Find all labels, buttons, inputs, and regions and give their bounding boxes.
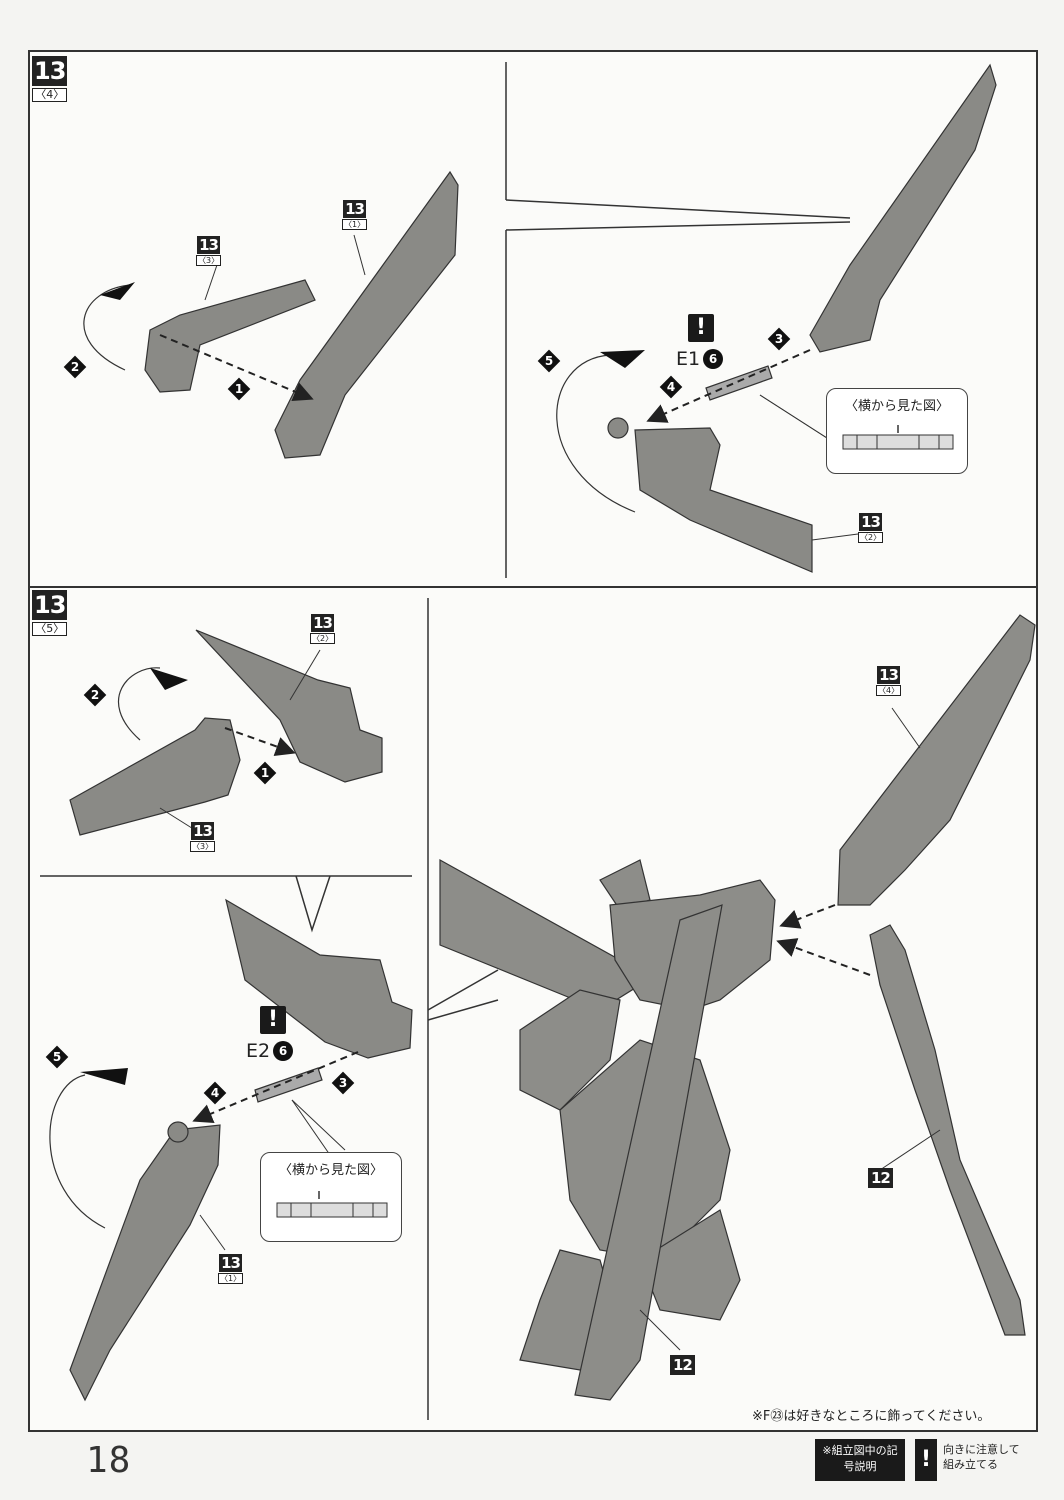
part-tag-13-1: 13 〈1〉: [342, 200, 368, 230]
part-tag-sub: 〈1〉: [218, 1273, 244, 1284]
part-code-label: E2: [246, 1040, 271, 1062]
peg-e1: [705, 365, 773, 401]
part-13-4-bottom-right: [837, 614, 1036, 906]
part-tag-number: 13: [877, 666, 900, 684]
side-view-caption: 〈横から見た図〉: [278, 1163, 383, 1178]
part-tag-sub: 〈4〉: [876, 685, 902, 696]
orientation-warning-icon: !: [260, 1006, 286, 1034]
orientation-warning-icon: !: [688, 314, 714, 342]
step-marker-2: 2: [63, 355, 87, 379]
part-13-2-top-right: [607, 417, 813, 573]
side-view-peg-drawing: [276, 1191, 388, 1218]
part-tag-13-4: 13 〈4〉: [876, 666, 902, 696]
side-view-peg-drawing: [842, 425, 954, 450]
part-code-e1: E1 6: [676, 348, 724, 370]
legend-description: 向きに注意して組み立てる: [943, 1443, 1020, 1471]
part-tag-number: 13: [191, 822, 214, 840]
part-tag-number: 13: [343, 200, 366, 218]
part-tag-number: 13: [197, 236, 220, 254]
part-tag-13-3: 13 〈3〉: [190, 822, 216, 852]
part-tag-number: 13: [859, 513, 882, 531]
part-tag-12: 12: [670, 1355, 695, 1375]
side-view-caption: 〈横から見た図〉: [844, 399, 949, 414]
step-marker-4: 4: [659, 375, 683, 399]
part-13-1-top: [274, 170, 459, 459]
part-13-4-top-right: [809, 63, 997, 353]
peg-e2: [254, 1067, 323, 1103]
part-13-1-bottom-lower: [69, 1121, 221, 1402]
step-marker-2: 2: [83, 683, 107, 707]
part-tag-13-2: 13 〈2〉: [858, 513, 884, 543]
orientation-warning-icon: !: [915, 1439, 937, 1481]
display-note: ※F㉓は好きなところに飾ってください。: [752, 1409, 991, 1424]
part-13-3-bottom: [69, 717, 241, 836]
step-marker-1: 1: [227, 377, 251, 401]
step-marker-5: 5: [45, 1045, 69, 1069]
robot-figure: [439, 858, 776, 1401]
page-number: 18: [86, 1440, 132, 1481]
step-marker-3: 3: [767, 327, 791, 351]
step-badge-13-4: 13 〈4〉: [32, 56, 68, 102]
legend-title: ※組立図中の記号説明: [815, 1439, 905, 1481]
symbol-legend: ※組立図中の記号説明 ! 向きに注意して組み立てる: [815, 1439, 1027, 1481]
part-13-2-bottom-lower: [225, 898, 413, 1059]
part-tag-sub: 〈1〉: [342, 219, 368, 230]
part-code-number: 6: [703, 349, 724, 369]
part-tag-sub: 〈2〉: [858, 532, 884, 543]
part-tag-13-1: 13 〈1〉: [218, 1254, 244, 1284]
side-view-callout: 〈横から見た図〉: [260, 1152, 402, 1242]
step-badge-13-5: 13 〈5〉: [32, 590, 68, 636]
step-marker-4: 4: [203, 1081, 227, 1105]
part-tag-13-3: 13 〈3〉: [196, 236, 222, 266]
part-tag-13-2: 13 〈2〉: [310, 614, 336, 644]
step-marker-1: 1: [253, 761, 277, 785]
step-marker-3: 3: [331, 1071, 355, 1095]
part-tag-12: 12: [868, 1168, 893, 1188]
part-code-label: E1: [676, 348, 701, 370]
step-number: 13: [32, 590, 68, 620]
part-tag-sub: 〈2〉: [310, 633, 336, 644]
step-number: 13: [32, 56, 68, 86]
side-view-callout: 〈横から見た図〉: [826, 388, 968, 474]
panel-step-13-5: [28, 586, 1038, 1432]
part-tag-sub: 〈3〉: [190, 841, 216, 852]
part-tag-number: 13: [219, 1254, 242, 1272]
step-marker-5: 5: [537, 349, 561, 373]
part-tag-sub: 〈3〉: [196, 255, 222, 266]
step-sub-number: 〈4〉: [32, 88, 68, 102]
part-code-e2: E2 6: [246, 1040, 294, 1062]
part-12-bottom-right: [869, 924, 1026, 1336]
part-13-3-top: [144, 279, 316, 393]
part-code-number: 6: [273, 1041, 294, 1061]
part-tag-number: 13: [311, 614, 334, 632]
step-sub-number: 〈5〉: [32, 622, 68, 636]
